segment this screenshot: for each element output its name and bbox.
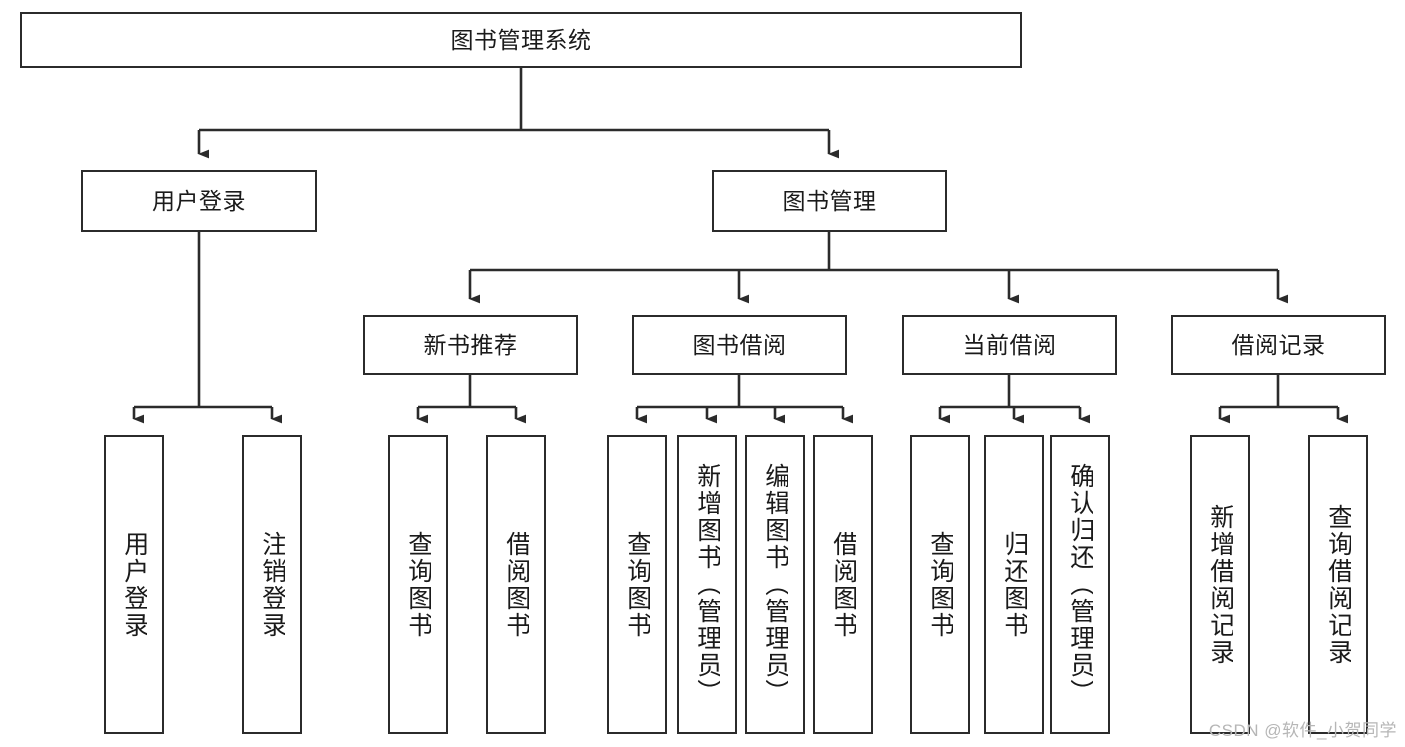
node-leaf-add-book[interactable]: 新增图书（管理员）	[677, 435, 737, 734]
node-label: 查询图书	[405, 530, 431, 639]
node-leaf-query-book-1[interactable]: 查询图书	[388, 435, 448, 734]
node-leaf-query-book-3[interactable]: 查询图书	[910, 435, 970, 734]
node-label: 用户登录	[121, 530, 147, 639]
node-current-borrow[interactable]: 当前借阅	[902, 315, 1117, 375]
node-leaf-confirm-return[interactable]: 确认归还（管理员）	[1050, 435, 1110, 734]
csdn-watermark: CSDN @软件_小贺同学	[1208, 721, 1397, 740]
node-borrow-record[interactable]: 借阅记录	[1171, 315, 1386, 375]
node-label: 借阅记录	[1231, 331, 1326, 358]
node-label: 图书借阅	[692, 331, 787, 358]
node-label: 查询图书	[927, 530, 953, 639]
node-book-borrow[interactable]: 图书借阅	[632, 315, 847, 375]
node-leaf-logout[interactable]: 注销登录	[242, 435, 302, 734]
node-label: 借阅图书	[830, 530, 856, 639]
node-new-book-recommend[interactable]: 新书推荐	[363, 315, 578, 375]
node-leaf-borrow-book-2[interactable]: 借阅图书	[813, 435, 873, 734]
node-label: 图书管理	[782, 187, 877, 214]
node-label: 查询借阅记录	[1325, 503, 1351, 666]
node-label: 查询图书	[624, 530, 650, 639]
node-root-system[interactable]: 图书管理系统	[20, 12, 1022, 68]
node-label: 图书管理系统	[450, 26, 592, 53]
node-leaf-add-record[interactable]: 新增借阅记录	[1190, 435, 1250, 734]
node-book-manage[interactable]: 图书管理	[712, 170, 947, 232]
node-label: 新增图书（管理员）	[694, 463, 720, 706]
node-user-login[interactable]: 用户登录	[81, 170, 317, 232]
node-label: 借阅图书	[503, 530, 529, 639]
node-leaf-user-login[interactable]: 用户登录	[104, 435, 164, 734]
node-label: 当前借阅	[962, 331, 1057, 358]
node-label: 归还图书	[1001, 530, 1027, 639]
node-label: 确认归还（管理员）	[1067, 463, 1093, 706]
node-leaf-query-book-2[interactable]: 查询图书	[607, 435, 667, 734]
node-leaf-return-book[interactable]: 归还图书	[984, 435, 1044, 734]
node-label: 新增借阅记录	[1207, 503, 1233, 666]
node-label: 编辑图书（管理员）	[762, 463, 788, 706]
node-label: 用户登录	[152, 187, 246, 214]
node-label: 新书推荐	[423, 331, 518, 358]
node-label: 注销登录	[259, 530, 285, 639]
node-leaf-borrow-book-1[interactable]: 借阅图书	[486, 435, 546, 734]
node-leaf-edit-book[interactable]: 编辑图书（管理员）	[745, 435, 805, 734]
node-leaf-query-record[interactable]: 查询借阅记录	[1308, 435, 1368, 734]
